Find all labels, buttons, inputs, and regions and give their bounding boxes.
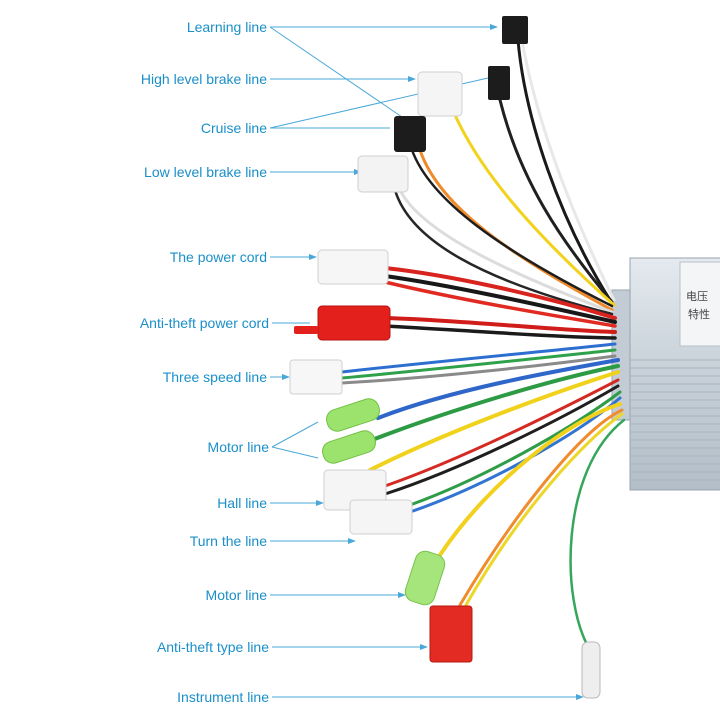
connector-motor2 (404, 550, 446, 606)
sticker-text-1: 电压 (686, 290, 708, 303)
label-hall-line: Hall line (217, 495, 267, 511)
connector-learning (502, 16, 528, 44)
wire-hall-black (383, 384, 620, 496)
wire-learning-white (520, 38, 616, 302)
wire-hall-red (383, 378, 620, 488)
wire-power-red (383, 266, 617, 320)
wire-low-white (398, 188, 614, 314)
connector-antitheft-power (317, 305, 391, 341)
label-learning-line: Learning line (186, 19, 267, 35)
connector-high-brake-white (417, 71, 463, 117)
controller-box (611, 257, 720, 491)
label-motor-line-2: Motor line (205, 587, 267, 603)
connector-antitheft-type (429, 605, 473, 663)
wire-speed-green (340, 348, 617, 380)
label-three-speed-line: Three speed line (162, 369, 267, 385)
wire-power-red2 (383, 280, 617, 328)
connector-three-speed (289, 359, 343, 395)
connector-cruise (394, 116, 426, 152)
connector-motor1b (322, 430, 376, 464)
label-antitheft-power-cord: Anti-theft power cord (139, 315, 269, 331)
wire-low-black (393, 188, 614, 316)
connector-high-brake (488, 66, 510, 100)
wire-antitheft-black (383, 324, 617, 340)
label-high-level-brake-line: High level brake line (140, 71, 267, 87)
wire-motor-yellow (368, 370, 620, 472)
wire-antitheft-type-orange (458, 408, 624, 607)
leader-learning-b (269, 26, 403, 118)
wire-motor2-yellow (438, 402, 622, 557)
label-low-level-brake-line: Low level brake line (144, 164, 267, 180)
wire-motor-blue (376, 358, 620, 420)
leader-motor1-a (271, 421, 319, 448)
wire-speed-blue (340, 342, 617, 374)
wire-speed-gray (340, 354, 617, 385)
wire-antitheft-red (383, 316, 617, 334)
sticker-text-2: 特性 (688, 307, 710, 321)
connector-power (317, 249, 389, 285)
connectors (289, 16, 601, 699)
label-turn-line: Turn the line (189, 533, 267, 549)
leader-motor1-b (271, 446, 319, 459)
label-antitheft-type-line: Anti-theft type line (156, 639, 269, 655)
wire-turn-green (408, 390, 622, 507)
connector-turn (349, 499, 413, 535)
wire-cruise-black (410, 148, 614, 308)
wire-antitheft-type-yellow (464, 412, 624, 607)
connector-low-brake (357, 155, 409, 193)
wire-high-yellow (453, 113, 616, 307)
label-cruise-line: Cruise line (200, 120, 267, 136)
label-motor-line-1: Motor line (207, 439, 269, 455)
connector-instrument (581, 641, 601, 699)
wire-power-black (383, 274, 617, 324)
connector-motor1a (326, 398, 380, 432)
label-instrument-line: Instrument line (177, 689, 269, 705)
wire-high-black (498, 98, 614, 304)
label-power-cord: The power cord (169, 249, 267, 265)
wire-learning-black (516, 38, 612, 302)
wires (340, 38, 626, 652)
wire-instrument-green (569, 418, 626, 652)
wire-motor-green (370, 364, 620, 442)
leader-lines (269, 26, 580, 698)
